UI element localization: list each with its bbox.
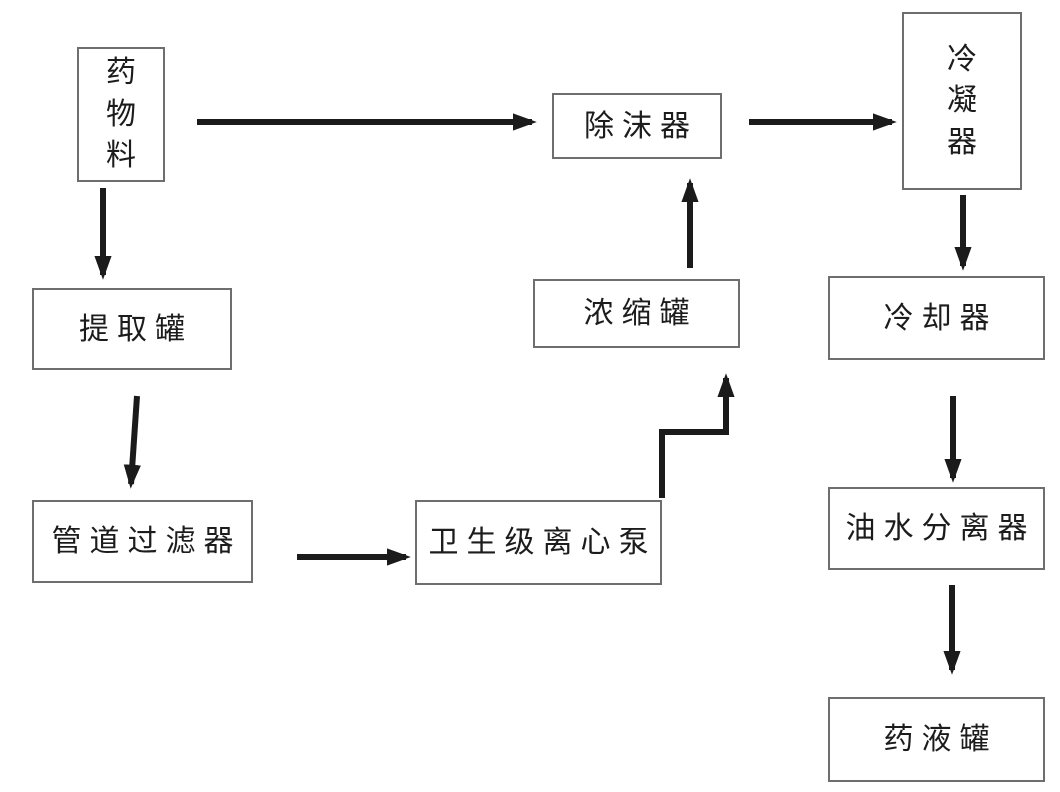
node-pipeline-filter: 管道过滤器 — [32, 500, 253, 583]
node-cooler: 冷却器 — [828, 276, 1045, 360]
node-extraction-tank: 提取罐 — [32, 288, 232, 370]
node-concentration-tank-label: 浓缩罐 — [583, 297, 698, 330]
node-condenser-label: 冷凝器 — [947, 42, 977, 159]
node-sanitary-centrifugal-pump: 卫生级离心泵 — [415, 500, 662, 585]
node-sanitary-centrifugal-pump-label: 卫生级离心泵 — [428, 526, 657, 559]
node-medicine-liquid-tank-label: 药液罐 — [883, 723, 998, 756]
arrow-extraction-tank-to-pipeline-filter — [123, 395, 141, 489]
node-drug-material: 药物料 — [77, 47, 165, 182]
node-oil-water-separator: 油水分离器 — [828, 487, 1045, 570]
node-extraction-tank-label: 提取罐 — [79, 312, 193, 346]
node-medicine-liquid-tank: 药液罐 — [828, 697, 1045, 782]
node-drug-material-label: 药物料 — [106, 56, 136, 173]
node-concentration-tank: 浓缩罐 — [533, 279, 740, 348]
node-cooler-label: 冷却器 — [883, 301, 998, 335]
node-oil-water-separator-label: 油水分离器 — [845, 512, 1036, 545]
node-pipeline-filter-label: 管道过滤器 — [51, 525, 242, 558]
node-demister: 除沫器 — [552, 93, 722, 159]
node-condenser: 冷凝器 — [902, 12, 1022, 190]
node-demister-label: 除沫器 — [584, 109, 698, 143]
arrow-pump-to-concentration-tank — [659, 373, 735, 498]
